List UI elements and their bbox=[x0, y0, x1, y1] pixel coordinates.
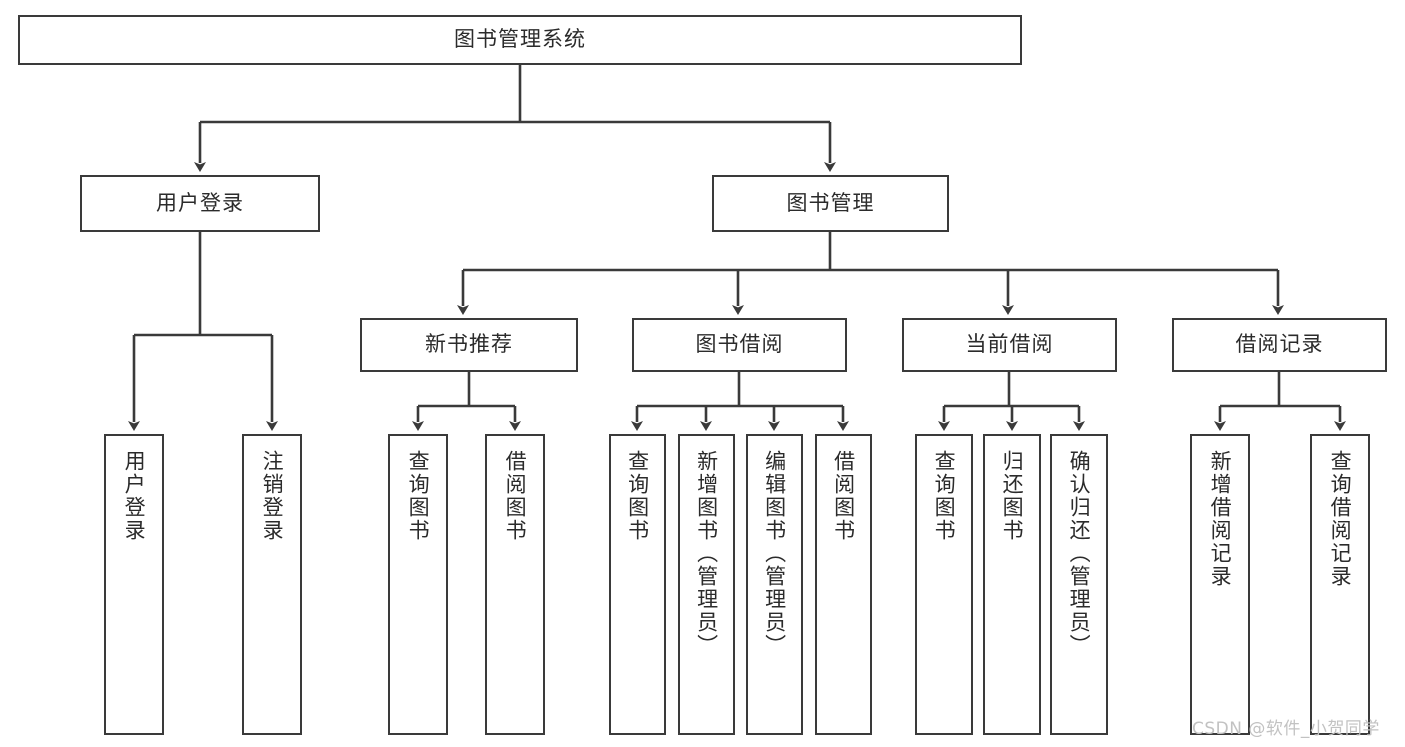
node-label: 图书管理 bbox=[786, 190, 875, 215]
node-label: 注销登录 bbox=[260, 450, 285, 542]
node-current-borrow[interactable]: 当前借阅 bbox=[902, 318, 1117, 372]
node-leaf-user-login[interactable]: 用户登录 bbox=[104, 434, 164, 735]
node-label: 查询图书 bbox=[406, 450, 431, 542]
node-label: 当前借阅 bbox=[965, 332, 1054, 357]
node-leaf-borrow-book-2[interactable]: 借阅图书 bbox=[815, 434, 872, 735]
node-leaf-return-book[interactable]: 归还图书 bbox=[983, 434, 1041, 735]
node-book-manage[interactable]: 图书管理 bbox=[712, 175, 949, 232]
node-borrow-record[interactable]: 借阅记录 bbox=[1172, 318, 1387, 372]
node-label: 新书推荐 bbox=[425, 332, 513, 357]
node-leaf-borrow-book-1[interactable]: 借阅图书 bbox=[485, 434, 545, 735]
node-label: 查询借阅记录 bbox=[1328, 450, 1353, 588]
node-book-borrow[interactable]: 图书借阅 bbox=[632, 318, 847, 372]
node-label: 编辑图书（管理员） bbox=[762, 450, 787, 657]
node-leaf-confirm-return[interactable]: 确认归还（管理员） bbox=[1050, 434, 1108, 735]
node-root[interactable]: 图书管理系统 bbox=[18, 15, 1022, 65]
node-label: 图书管理系统 bbox=[454, 27, 586, 52]
node-label: 确认归还（管理员） bbox=[1067, 450, 1092, 657]
node-label: 查询图书 bbox=[932, 450, 957, 542]
node-label: 查询图书 bbox=[625, 450, 650, 542]
node-label: 用户登录 bbox=[122, 450, 147, 542]
node-label: 新增图书（管理员） bbox=[694, 450, 719, 657]
node-label: 用户登录 bbox=[156, 190, 244, 215]
node-label: 归还图书 bbox=[1000, 450, 1025, 542]
csdn-watermark: CSDN @软件_小贺同学 bbox=[1192, 719, 1380, 739]
node-label: 借阅记录 bbox=[1235, 332, 1324, 357]
node-label: 新增借阅记录 bbox=[1208, 450, 1233, 588]
node-label: 图书借阅 bbox=[695, 332, 784, 357]
node-leaf-query-book-2[interactable]: 查询图书 bbox=[609, 434, 666, 735]
node-leaf-user-logout[interactable]: 注销登录 bbox=[242, 434, 302, 735]
node-leaf-add-record[interactable]: 新增借阅记录 bbox=[1190, 434, 1250, 735]
node-label: 借阅图书 bbox=[503, 450, 528, 542]
node-new-book-recommend[interactable]: 新书推荐 bbox=[360, 318, 578, 372]
node-leaf-query-book-1[interactable]: 查询图书 bbox=[388, 434, 448, 735]
node-leaf-add-book[interactable]: 新增图书（管理员） bbox=[678, 434, 735, 735]
node-leaf-query-record[interactable]: 查询借阅记录 bbox=[1310, 434, 1370, 735]
node-user-login[interactable]: 用户登录 bbox=[80, 175, 320, 232]
node-leaf-query-book-3[interactable]: 查询图书 bbox=[915, 434, 973, 735]
node-leaf-edit-book[interactable]: 编辑图书（管理员） bbox=[746, 434, 803, 735]
node-label: 借阅图书 bbox=[831, 450, 856, 542]
